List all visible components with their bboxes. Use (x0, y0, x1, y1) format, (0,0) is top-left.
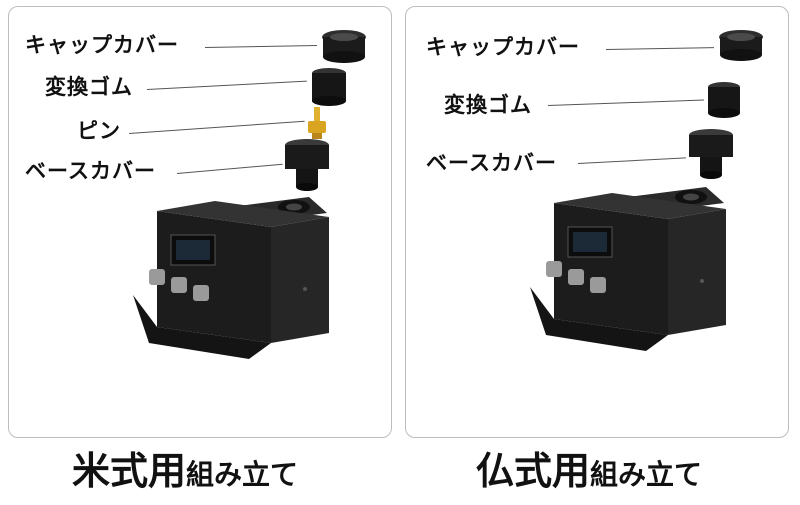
cap-cover-icon (719, 30, 763, 61)
label-adapter-rubber: 変換ゴム (444, 93, 532, 117)
label-adapter-rubber: 変換ゴム (45, 75, 133, 99)
device-illustration (530, 30, 763, 351)
adapter-rubber-icon (708, 82, 740, 118)
caption-main: 米式用 (72, 449, 187, 493)
label-cap-cover: キャップカバー (25, 33, 179, 57)
device-illustration (133, 30, 366, 359)
pin-icon (308, 107, 326, 139)
label-base-cover: ベースカバー (426, 151, 557, 175)
caption-main: 仏式用 (476, 449, 591, 493)
cap-cover-icon (322, 30, 366, 63)
base-cover-icon (689, 129, 733, 179)
pump-device (133, 197, 329, 359)
caption-american: 米式用組み立て (72, 452, 298, 490)
adapter-rubber-icon (312, 68, 346, 106)
caption-french: 仏式用組み立て (476, 452, 702, 490)
label-cap-cover: キャップカバー (426, 35, 580, 59)
base-cover-icon (285, 139, 329, 191)
panel-french-valve: キャップカバー 変換ゴム ベースカバー (405, 6, 789, 438)
pump-device (530, 187, 726, 351)
panel-american-valve: キャップカバー 変換ゴム ピン ベースカバー (8, 6, 392, 438)
label-base-cover: ベースカバー (25, 159, 156, 183)
label-pin: ピン (77, 119, 121, 143)
caption-sub: 組み立て (590, 458, 703, 491)
caption-sub: 組み立て (186, 458, 299, 491)
